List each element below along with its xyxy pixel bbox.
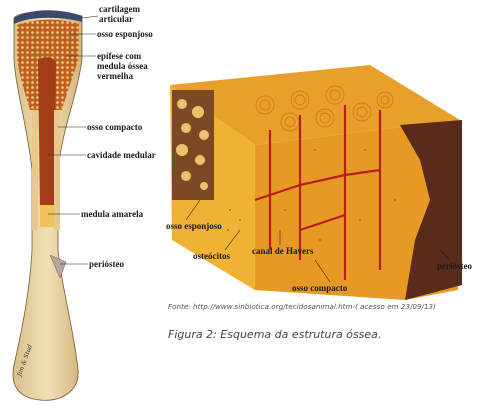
label-epiphysis-line3: vermelha — [97, 71, 133, 81]
figure-caption: Figura 2: Esquema da estrutura óssea. — [168, 328, 381, 341]
compact-wall-right — [54, 110, 60, 230]
yellow-marrow — [40, 205, 54, 227]
label-havers: canal de Havers — [252, 246, 314, 256]
label-compact-left: osso compacto — [87, 122, 142, 132]
label-spongy-left: osso esponjoso — [97, 29, 153, 39]
label-cavity: cavidade medular — [87, 150, 156, 160]
label-yellow-marrow: medula amarela — [81, 209, 143, 219]
label-epiphysis-line2: medula óssea — [97, 61, 148, 71]
label-cartilage-line1: cartilagem — [99, 4, 140, 14]
label-periosteum-right: periósteo — [437, 261, 472, 271]
label-osteocytes: osteócitos — [193, 251, 230, 261]
figure-source: Fonte: http://www.sinbiotica.org/tecidos… — [168, 302, 468, 311]
label-periosteum-left: periósteo — [89, 259, 124, 269]
label-spongy-right: osso esponjoso — [166, 221, 222, 231]
bone-block-diagram — [170, 65, 462, 300]
compact-wall-left — [32, 110, 38, 230]
label-epiphysis-line1: epífese com — [97, 51, 141, 61]
label-compact-right: osso compacto — [292, 283, 347, 293]
label-cartilage-line2: articular — [99, 14, 133, 24]
medullary-cavity — [38, 57, 56, 210]
spongy-trabeculae — [172, 90, 214, 200]
